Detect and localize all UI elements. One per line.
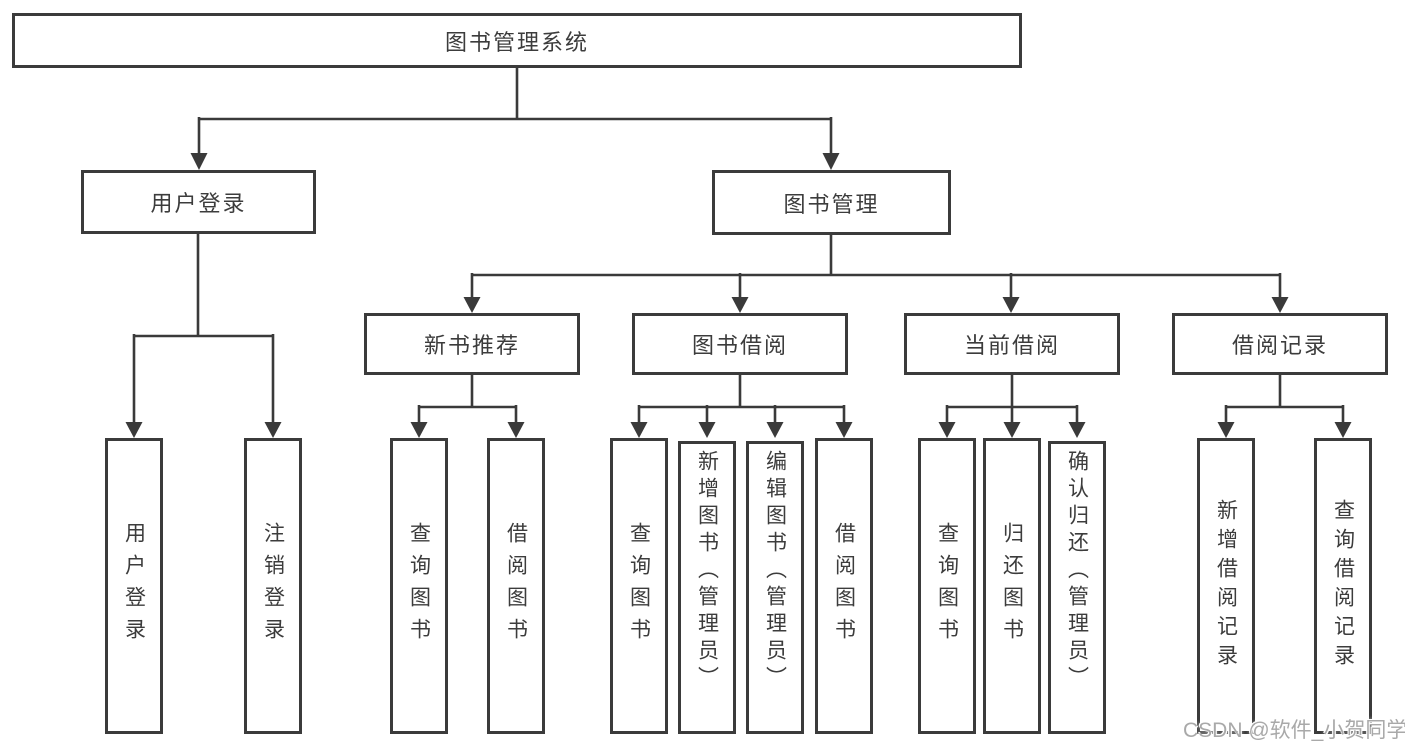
node-library-system-label: 图书管理系统: [444, 29, 589, 55]
leaf-return-books-label: 归还图书: [1000, 522, 1024, 650]
node-user-login: 用户登录: [81, 170, 316, 234]
node-book-management: 图书管理: [712, 170, 951, 235]
node-current-borrowing-label: 当前借阅: [963, 333, 1060, 358]
leaf-query-books-recommend: 查询图书: [390, 438, 448, 734]
node-book-management-label: 图书管理: [783, 191, 880, 217]
leaf-query-books-recommend-label: 查询图书: [407, 522, 431, 650]
leaf-return-books: 归还图书: [983, 438, 1041, 734]
node-borrowing-records: 借阅记录: [1172, 313, 1388, 375]
leaf-borrow-books-borrowing-label: 借阅图书: [832, 522, 856, 650]
leaf-edit-books-admin: 编辑图书（管理员）: [746, 441, 804, 734]
node-new-book-recommend: 新书推荐: [364, 313, 580, 375]
leaf-add-borrow-record-label: 新增借阅记录: [1214, 499, 1238, 673]
node-new-book-recommend-label: 新书推荐: [423, 333, 520, 358]
leaf-query-books-borrowing: 查询图书: [610, 438, 668, 734]
node-library-system: 图书管理系统: [12, 13, 1022, 68]
leaf-logout-login: 注销登录: [244, 438, 302, 734]
leaf-confirm-return-admin-label: 确认归还（管理员）: [1065, 450, 1089, 693]
leaf-add-books-admin-label: 新增图书（管理员）: [695, 450, 719, 693]
node-book-borrowing-label: 图书借阅: [691, 333, 788, 358]
node-borrowing-records-label: 借阅记录: [1231, 333, 1328, 358]
leaf-add-books-admin: 新增图书（管理员）: [678, 441, 736, 734]
node-user-login-label: 用户登录: [150, 191, 247, 216]
watermark: CSDN @软件_小贺同学: [1183, 719, 1405, 742]
leaf-query-borrow-record-label: 查询借阅记录: [1331, 499, 1355, 673]
leaf-logout-login-label: 注销登录: [261, 522, 285, 650]
node-book-borrowing: 图书借阅: [632, 313, 848, 375]
leaf-query-books-borrowing-label: 查询图书: [627, 522, 651, 650]
leaf-borrow-books-borrowing: 借阅图书: [815, 438, 873, 734]
leaf-query-books-current-label: 查询图书: [935, 522, 959, 650]
leaf-confirm-return-admin: 确认归还（管理员）: [1048, 441, 1106, 734]
leaf-user-login-label: 用户登录: [122, 522, 146, 650]
leaf-borrow-books-recommend-label: 借阅图书: [504, 522, 528, 650]
leaf-borrow-books-recommend: 借阅图书: [487, 438, 545, 734]
leaf-query-borrow-record: 查询借阅记录: [1314, 438, 1372, 734]
arrowheads: [125, 153, 1352, 438]
leaf-query-books-current: 查询图书: [918, 438, 976, 734]
leaf-edit-books-admin-label: 编辑图书（管理员）: [763, 450, 787, 693]
node-current-borrowing: 当前借阅: [904, 313, 1120, 375]
leaf-user-login: 用户登录: [105, 438, 163, 734]
leaf-add-borrow-record: 新增借阅记录: [1197, 438, 1255, 734]
